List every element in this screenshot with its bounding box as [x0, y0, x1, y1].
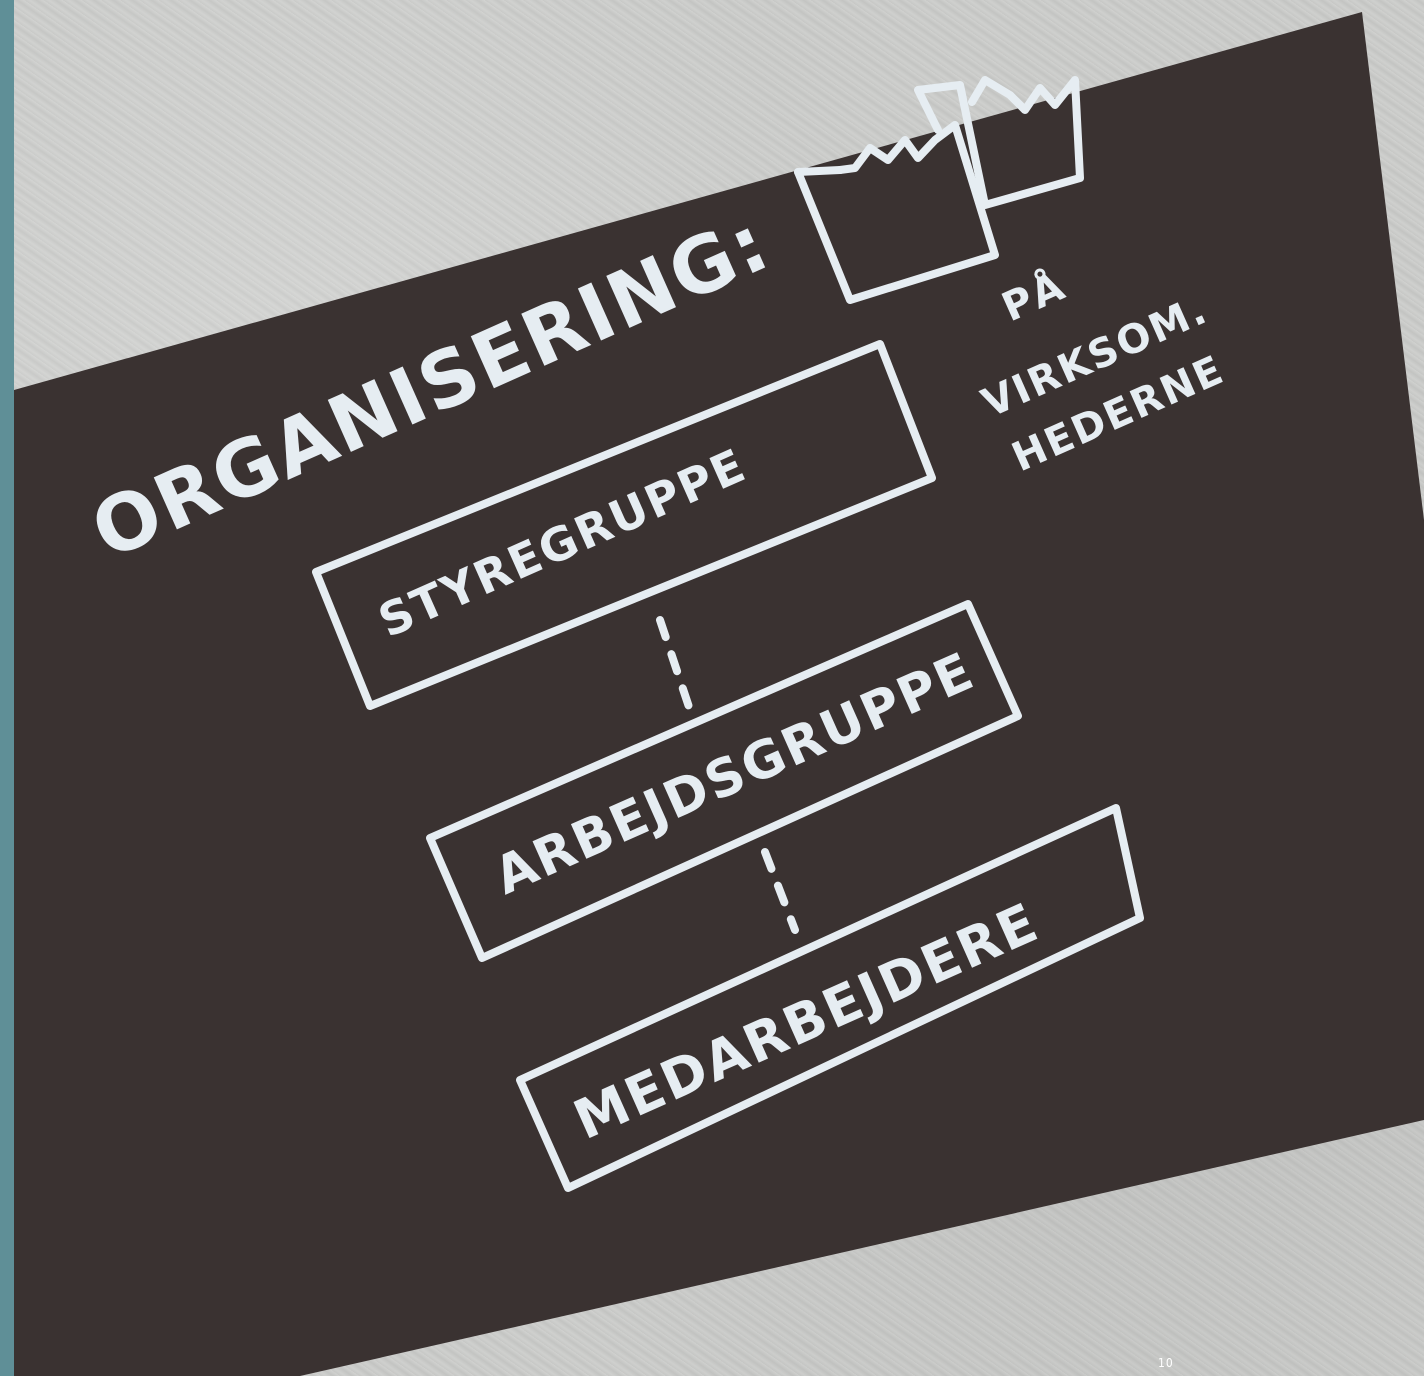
factory-icon: [794, 76, 1084, 304]
left-accent-band: [0, 0, 14, 1376]
connector-styre-arbejd: [656, 616, 694, 714]
box-arbejdsgruppe: [426, 600, 1022, 962]
paper-sheet: [14, 12, 1424, 1376]
box-styregruppe: [312, 340, 936, 710]
page-number: 10: [1158, 1356, 1174, 1370]
connector-arbejd-medarb: [761, 848, 799, 934]
box-medarbejdere: [516, 804, 1144, 1192]
